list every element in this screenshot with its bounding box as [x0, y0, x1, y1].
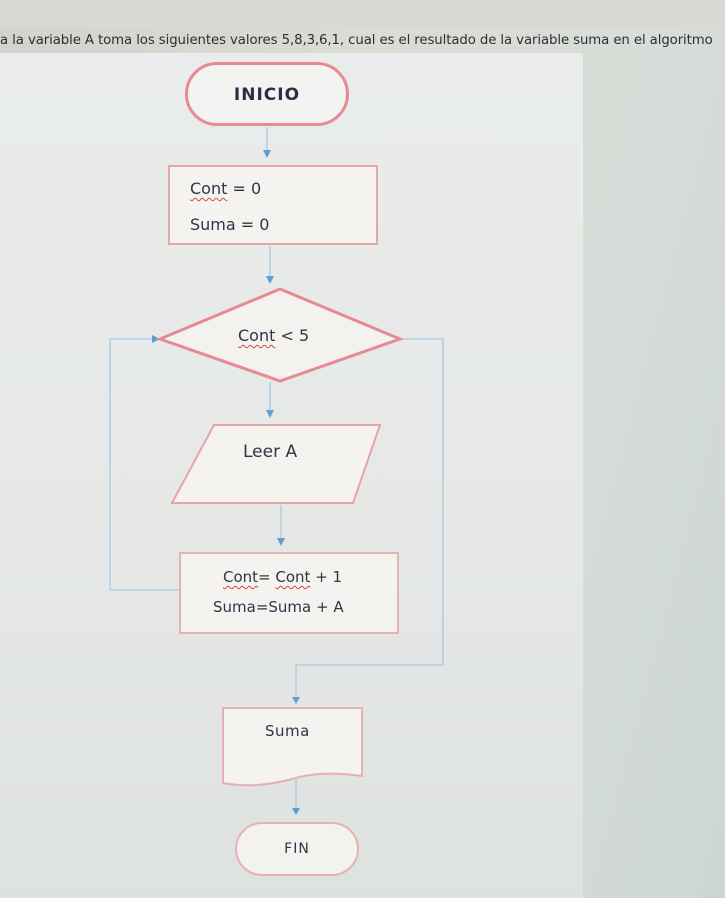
update-process-box: Cont= Cont + 1 Suma=Suma + A [179, 552, 399, 634]
output-label: Suma [265, 722, 310, 740]
arrow-head-loop [152, 335, 160, 343]
start-terminal: INICIO [185, 62, 349, 126]
end-label: FIN [284, 841, 310, 857]
condition-op: < 5 [275, 326, 310, 345]
init-process-box: Cont = 0 Suma = 0 [168, 165, 378, 245]
update-cont-var-2: Cont [275, 568, 311, 586]
window-top-bar [0, 0, 725, 28]
question-text: a la variable A toma los siguientes valo… [0, 33, 713, 48]
arrow-head-4 [277, 538, 285, 546]
arrow-head-3 [266, 410, 274, 418]
arrow-head-2 [266, 276, 274, 284]
exit-connector [295, 338, 444, 697]
condition-var: Cont [238, 326, 276, 345]
update-increment: + 1 [310, 568, 343, 586]
update-line-2: Suma=Suma + A [213, 598, 344, 616]
condition-label: Cont < 5 [238, 326, 309, 345]
update-eq: = [258, 568, 276, 586]
update-line-1: Cont= Cont + 1 [223, 568, 342, 586]
output-document-shape [222, 707, 363, 787]
input-parallelogram [170, 424, 382, 504]
init-line-2: Suma = 0 [190, 215, 270, 234]
init-cont-value: = 0 [227, 179, 262, 198]
decision-diamond [155, 287, 405, 383]
end-terminal: FIN [235, 822, 359, 876]
arrow-head-1 [263, 150, 271, 158]
loop-back-connector [109, 338, 179, 591]
arrow-head-end [292, 808, 300, 815]
init-line-1: Cont = 0 [190, 179, 261, 198]
update-cont-var: Cont [223, 568, 259, 586]
arrow-head-exit [292, 697, 300, 704]
input-label: Leer A [243, 442, 298, 462]
start-label: INICIO [233, 85, 301, 105]
init-cont-var: Cont [190, 179, 228, 198]
